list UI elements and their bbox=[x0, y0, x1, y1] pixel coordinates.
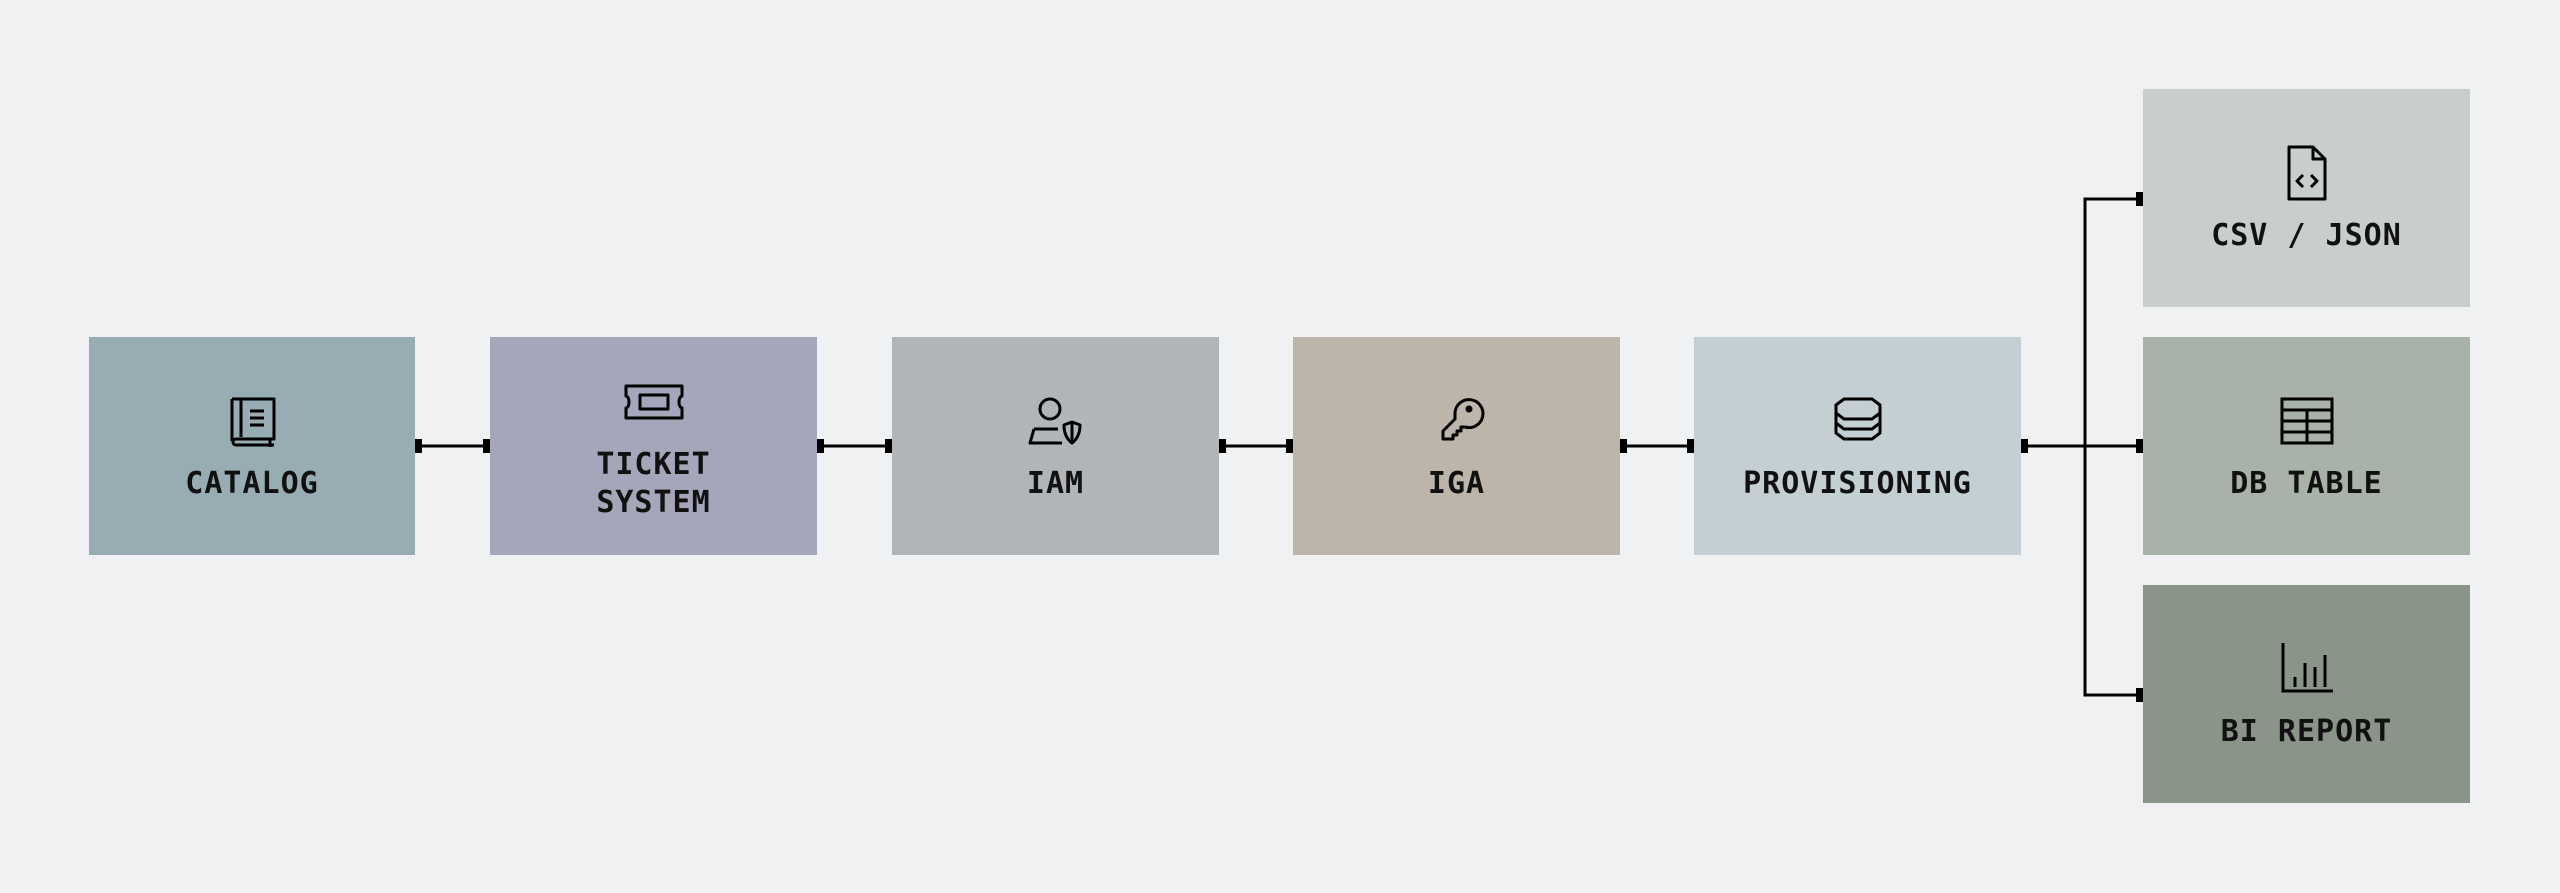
node-bi-report[interactable]: BI REPORT bbox=[2143, 585, 2470, 803]
node-label-catalog: CATALOG bbox=[185, 466, 319, 501]
node-label-ticket-line1: TICKET bbox=[596, 447, 711, 482]
edge-provisioning-bi bbox=[2083, 446, 2143, 697]
bar-chart-icon bbox=[2275, 637, 2339, 701]
node-ticket-system[interactable]: TICKET SYSTEM bbox=[490, 337, 817, 555]
node-label-db-table: DB TABLE bbox=[2230, 466, 2383, 501]
node-label-ticket-system: TICKET SYSTEM bbox=[596, 446, 710, 522]
edge-provisioning-csv bbox=[2083, 197, 2143, 446]
node-label-ticket-line2: SYSTEM bbox=[596, 485, 711, 520]
table-icon bbox=[2275, 389, 2339, 453]
ticket-icon bbox=[622, 370, 686, 434]
node-label-provisioning: PROVISIONING bbox=[1743, 466, 1972, 501]
code-file-icon bbox=[2275, 141, 2339, 205]
node-label-csv-json: CSV / JSON bbox=[2211, 218, 2402, 253]
node-iga[interactable]: IGA bbox=[1293, 337, 1620, 555]
node-db-table[interactable]: DB TABLE bbox=[2143, 337, 2470, 555]
node-catalog[interactable]: CATALOG bbox=[89, 337, 415, 555]
key-icon bbox=[1425, 389, 1489, 453]
node-label-iga: IGA bbox=[1427, 466, 1486, 501]
book-icon bbox=[220, 389, 284, 453]
database-icon bbox=[1826, 389, 1890, 453]
user-shield-icon bbox=[1024, 389, 1088, 453]
node-label-bi-report: BI REPORT bbox=[2220, 714, 2393, 749]
node-iam[interactable]: IAM bbox=[892, 337, 1219, 555]
node-label-iam: IAM bbox=[1026, 466, 1085, 501]
node-provisioning[interactable]: PROVISIONING bbox=[1694, 337, 2021, 555]
node-csv-json[interactable]: CSV / JSON bbox=[2143, 89, 2470, 307]
